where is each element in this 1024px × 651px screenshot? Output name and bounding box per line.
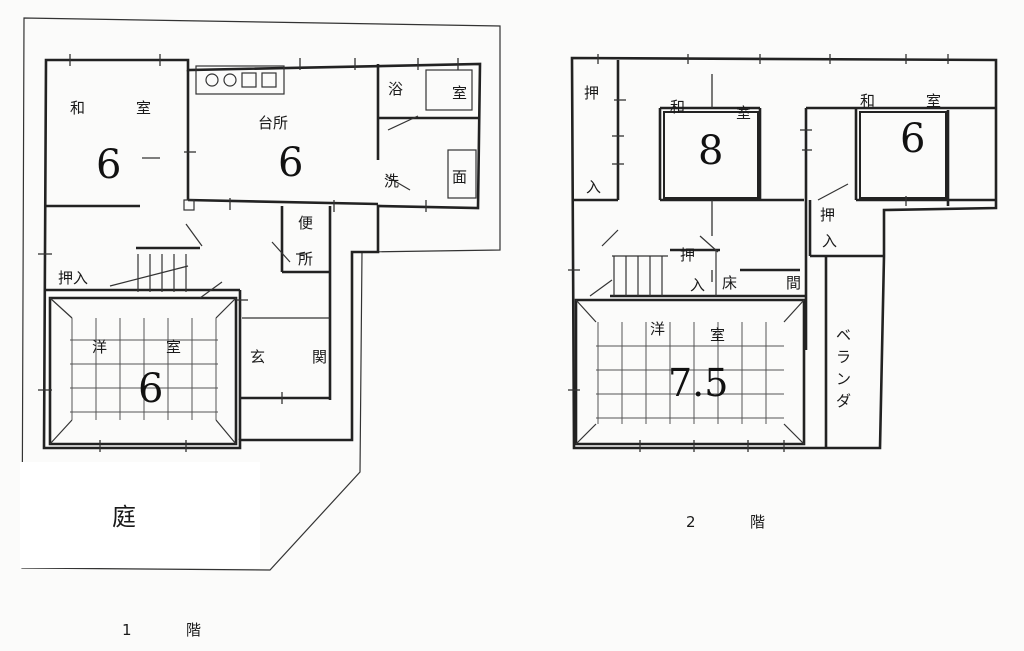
washitsu8-shitsu: 室 (736, 104, 751, 122)
door-swing (385, 175, 411, 191)
stairs-floor2 (612, 255, 668, 296)
oshiire-label-floor1: 押入 (58, 269, 88, 287)
floor1-number: 1 (122, 621, 132, 639)
tatami-8 (663, 111, 759, 199)
tokonoma-toko: 床 (722, 274, 737, 292)
bath-label-2: 室 (452, 84, 467, 102)
door-swing (601, 229, 619, 247)
kitchen-size-label: 6 (278, 140, 303, 186)
wall (187, 198, 379, 206)
door-swing (589, 279, 613, 297)
pillar (183, 199, 195, 211)
floor2-kai: 階 (750, 513, 765, 531)
garden-area (20, 462, 260, 568)
oshiire-mid-o: 押 (680, 246, 695, 264)
toilet-ben-label: 便 (298, 214, 313, 232)
floor2-outer-wall (570, 56, 998, 450)
youshitsu-you-label: 洋 (92, 338, 107, 356)
genkan-gen-label: 玄 (250, 348, 265, 366)
washstand (447, 149, 477, 199)
kitchen-label: 台所 (258, 114, 288, 132)
stove-burner (205, 73, 219, 87)
tatami-6 (859, 111, 947, 199)
garden-label: 庭 (112, 503, 136, 531)
floor2-plan (568, 54, 998, 452)
floor1-kai: 階 (186, 621, 201, 639)
veranda-char-1: ベ (836, 326, 851, 344)
youshitsu2-you: 洋 (650, 320, 665, 338)
genkan-kan-label: 関 (312, 348, 327, 366)
bathtub (425, 69, 473, 111)
sink (241, 72, 257, 88)
washitsu8-size: 8 (698, 128, 723, 174)
ticks-floor1 (38, 54, 459, 452)
veranda-char-4: ダ (836, 392, 851, 410)
youshitsu-shitsu-label: 室 (166, 338, 181, 356)
flooring-grid-floor1 (70, 318, 218, 420)
stove-burner (223, 73, 237, 87)
site-outline (21, 17, 501, 571)
washroom-sen-label: 洗 (384, 172, 399, 190)
stairs-floor1 (109, 254, 189, 292)
oshiire-left-iri: 入 (586, 178, 601, 196)
sink (261, 72, 277, 88)
oshiire-left-o: 押 (584, 84, 599, 102)
kitchen-counter (195, 65, 285, 95)
door-swing (817, 183, 849, 201)
youshitsu2-size: 7.5 (668, 361, 728, 405)
washitsu8-wa: 和 (670, 98, 685, 116)
toilet-sho-label: 所 (298, 250, 313, 268)
door-swing (387, 115, 419, 131)
washitsu6-wa: 和 (860, 92, 875, 110)
washitsu-shitsu-label: 室 (136, 99, 151, 117)
bath-label: 浴 (388, 80, 403, 98)
washitsu6-shitsu: 室 (926, 92, 941, 110)
washitsu-wa-label: 和 (70, 99, 85, 117)
floor1-plan (20, 17, 501, 571)
washitsu-size-label: 6 (96, 142, 121, 188)
veranda-char-2: ラ (836, 348, 851, 366)
flooring-grid-floor2 (596, 322, 784, 424)
youshitsu-size-label: 6 (138, 366, 163, 412)
door-swing (185, 223, 203, 247)
youshitsu2-shitsu: 室 (710, 326, 725, 344)
door-swing (199, 281, 223, 299)
oshiire-mid-iri: 入 (690, 276, 705, 294)
oshiire-right-o: 押 (820, 206, 835, 224)
washitsu6-size: 6 (900, 116, 925, 162)
ticks-floor2 (568, 54, 949, 452)
veranda-char-3: ン (836, 370, 851, 388)
door-swing (699, 235, 719, 253)
oshiire-right-iri: 入 (822, 232, 837, 250)
door-swing (271, 241, 291, 263)
tokonoma-ma: 間 (786, 274, 801, 292)
floor2-number: 2 (686, 513, 696, 531)
washroom-men-label: 面 (452, 168, 467, 186)
